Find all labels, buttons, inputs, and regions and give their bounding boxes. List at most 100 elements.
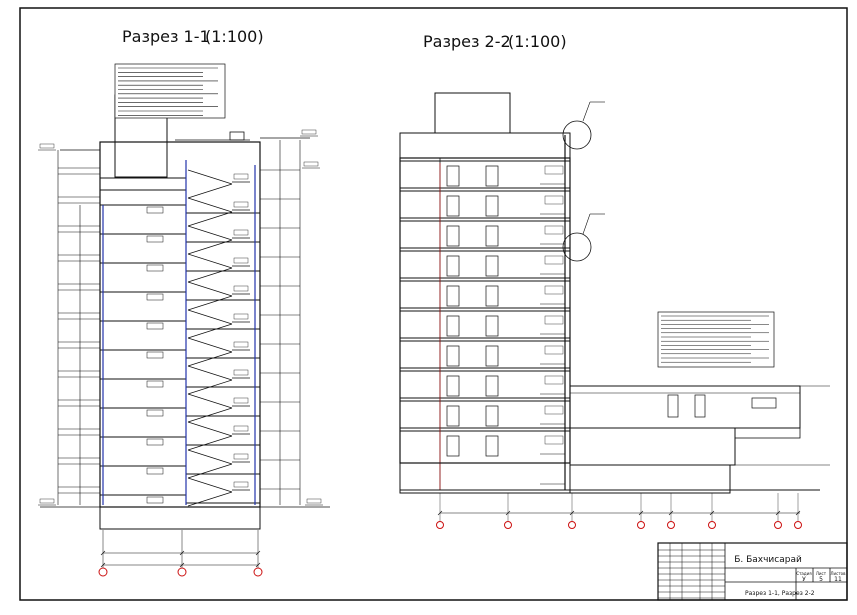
stair-flight [187,491,233,507]
level-mark [146,496,164,504]
stair-flight [187,295,233,311]
window [485,165,499,187]
level-mark [544,405,564,415]
stair-flight [187,393,233,409]
stair-flight [187,435,233,451]
stair-flight [187,449,233,465]
axis-marker [774,521,782,529]
project-code: Б. Бахчисарай [734,555,802,565]
stair-flight [187,379,233,395]
stair-flight [187,421,233,437]
level-mark [233,341,249,348]
level-mark [233,425,249,432]
level-mark [233,481,249,488]
level-mark [233,201,249,208]
window [446,345,460,367]
level-mark [146,380,164,388]
level-mark [233,453,249,460]
level-mark [544,225,564,235]
sheet-number: 5 [819,576,823,583]
level-mark [146,322,164,330]
stage-label: Стадия [796,571,812,576]
window [446,225,460,247]
level-mark [544,375,564,385]
stair-flight [187,337,233,353]
axis-marker [98,567,108,577]
axis-marker [253,567,263,577]
sheets-label: Листов [831,571,847,576]
axis-marker [794,521,802,529]
window [485,345,499,367]
stair-flight [187,463,233,479]
window [446,255,460,277]
stair-flight [187,281,233,297]
stair-flight [187,365,233,381]
window [485,405,499,427]
section-1-drawing [38,63,330,568]
stair-flight [187,407,233,423]
level-mark [544,255,564,265]
window [485,435,499,457]
level-mark [146,351,164,359]
level-mark [146,438,164,446]
stair-flight [187,239,233,255]
axis-marker [708,521,716,529]
level-mark [544,165,564,175]
sheet-title: Разрез 1-1, Разрез 2-2 [745,590,815,597]
section-2-axis-markers [436,493,802,529]
window [485,315,499,337]
stair-flight [187,211,233,227]
window [446,165,460,187]
level-mark [544,435,564,445]
stair-flight [187,323,233,339]
axis-marker [436,521,444,529]
level-mark [233,257,249,264]
stair-flight [187,197,233,213]
stair-flight [187,225,233,241]
window [446,315,460,337]
level-mark [233,173,249,180]
level-mark [233,397,249,404]
sheet-frame [19,7,848,601]
sheets-total: 11 [834,576,842,583]
level-mark [233,313,249,320]
level-mark [233,369,249,376]
level-mark [146,467,164,475]
window [446,405,460,427]
stair-flight [187,351,233,367]
section-1-scale: (1:100) [205,27,264,46]
axis-marker [667,521,675,529]
level-mark [39,498,55,504]
level-mark [544,195,564,205]
stair-flight [187,267,233,283]
stair-flight [187,169,233,185]
level-mark [233,285,249,292]
sheet-label: Лист [816,571,827,576]
level-mark [233,229,249,236]
stair-flight [187,183,233,199]
level-mark [306,498,322,504]
window [446,375,460,397]
level-mark [544,315,564,325]
axis-marker [637,521,645,529]
level-mark [146,264,164,272]
level-mark [146,206,164,214]
section-2-scale: (1:100) [508,32,567,51]
stage-value: У [802,576,806,583]
window [485,285,499,307]
stair-flight [187,253,233,269]
axis-marker [568,521,576,529]
axis-marker [504,521,512,529]
window [446,435,460,457]
level-mark [146,293,164,301]
level-mark [146,235,164,243]
section-2-drawing [399,92,830,516]
level-mark [544,285,564,295]
window [485,255,499,277]
level-mark [303,161,319,167]
window [485,225,499,247]
window [446,285,460,307]
window [446,195,460,217]
